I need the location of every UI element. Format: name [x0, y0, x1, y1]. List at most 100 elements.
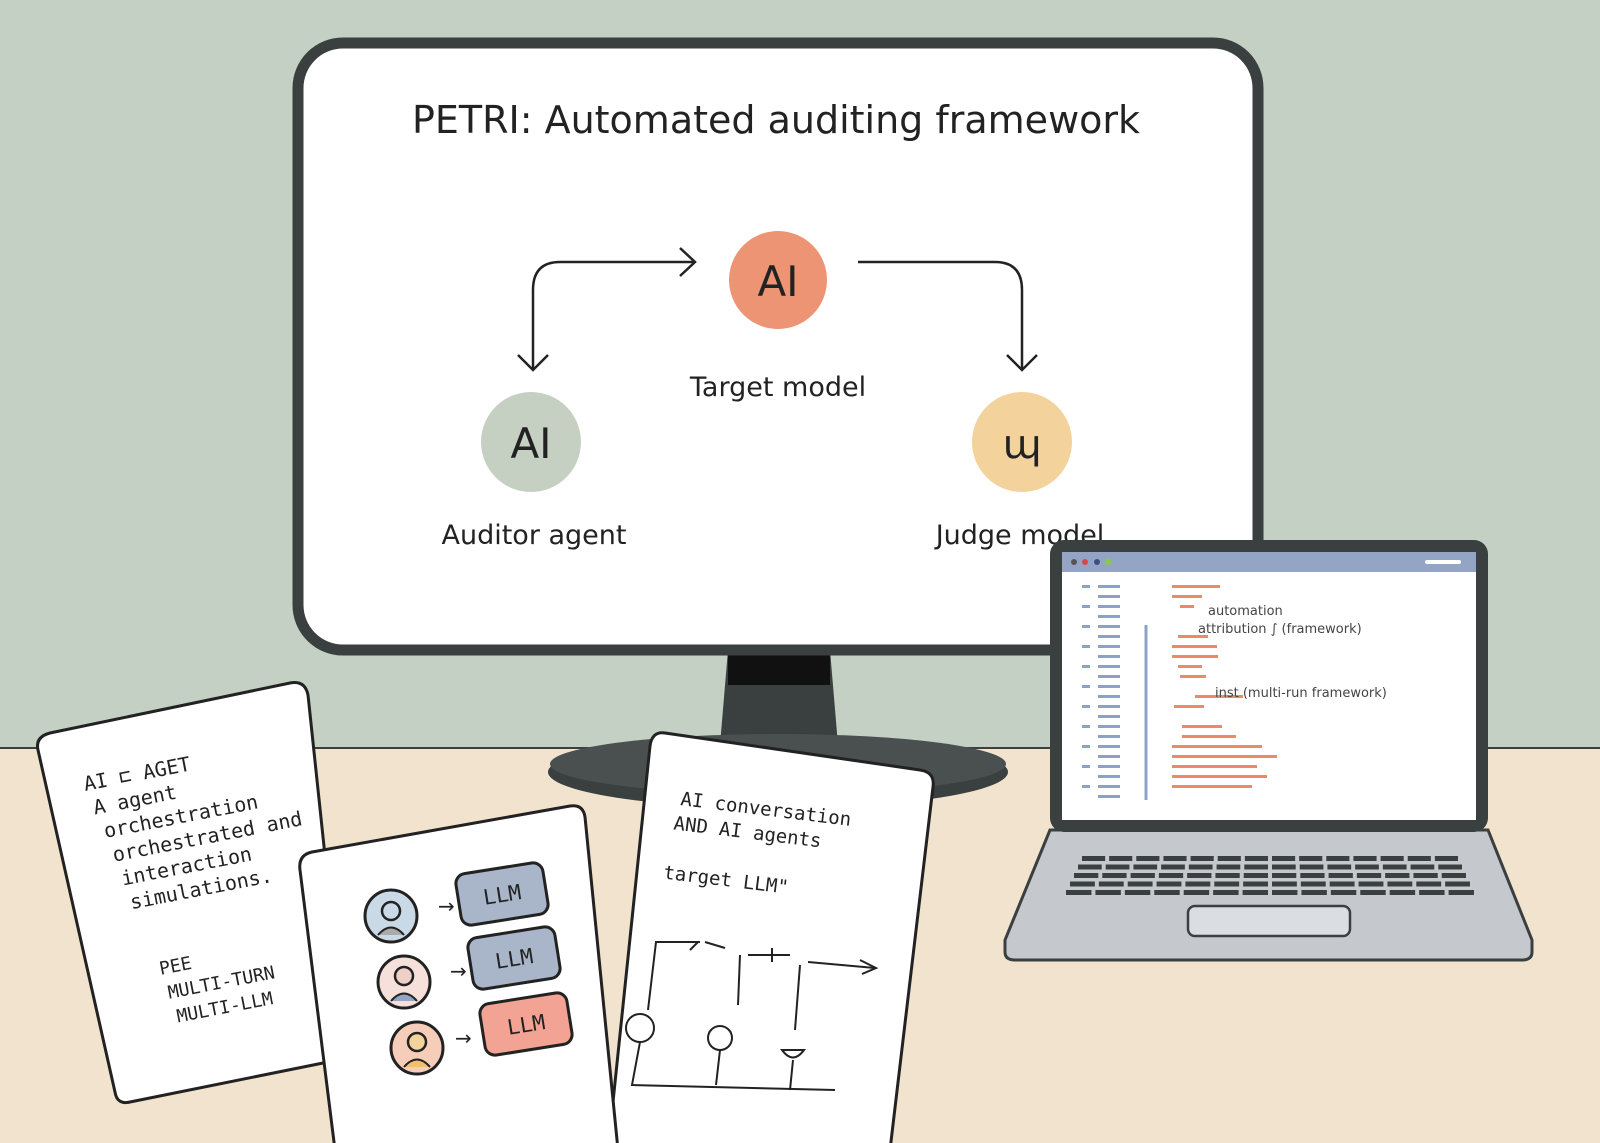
- code-line: [1098, 715, 1120, 718]
- keyboard-key: [1301, 890, 1327, 895]
- llm-label: LLM: [506, 1010, 547, 1040]
- keyboard-key: [1136, 856, 1160, 861]
- keyboard-key: [1389, 890, 1416, 895]
- arrow-icon: →: [455, 1026, 472, 1050]
- code-line: [1098, 645, 1120, 648]
- keyboard-key: [1183, 890, 1210, 895]
- keyboard-key: [1154, 890, 1180, 895]
- monitor-screen: [292, 37, 1264, 656]
- keyboard-key: [1216, 864, 1241, 870]
- llm-box: [466, 925, 562, 991]
- keyboard-key: [1356, 873, 1382, 878]
- judge-model-node: [972, 392, 1072, 492]
- keyboard-key: [1300, 873, 1325, 878]
- keyboard-key: [1243, 881, 1268, 887]
- laptop-screen: [1062, 552, 1476, 820]
- keyboard-key: [1130, 873, 1155, 878]
- code-line: [1098, 695, 1120, 698]
- keyboard-key: [1244, 856, 1268, 861]
- user-avatar-icon: [363, 888, 419, 944]
- llm-box: [454, 861, 550, 927]
- keyboard-key: [1244, 864, 1268, 870]
- close-dot-icon[interactable]: [1082, 559, 1088, 565]
- code-line: [1172, 765, 1257, 768]
- arrow-icon: →: [450, 959, 467, 983]
- auditor-agent-label: Auditor agent: [441, 520, 626, 551]
- keyboard-key: [1407, 856, 1431, 861]
- keyboard-key: [1382, 864, 1407, 870]
- keyboard-key: [1074, 873, 1099, 878]
- diagram-title: PETRI: Automated auditing framework: [412, 98, 1140, 142]
- keyboard-key: [1413, 873, 1438, 878]
- code-line: [1098, 785, 1120, 788]
- code-line: [1172, 585, 1220, 588]
- code-line: [1082, 585, 1090, 588]
- auditor-agent-node: [481, 392, 581, 492]
- target-model-glyph: AI: [757, 257, 798, 306]
- llm-box: [478, 991, 574, 1057]
- code-annotation: automation: [1208, 604, 1283, 619]
- keyboard-key: [1387, 881, 1413, 887]
- keyboard-key: [1272, 881, 1297, 887]
- code-line: [1098, 755, 1120, 758]
- code-line: [1098, 585, 1120, 588]
- maximize-dot-icon[interactable]: [1104, 558, 1112, 566]
- target-model-node: [729, 231, 827, 329]
- keyboard-key: [1410, 864, 1435, 870]
- laptop-keyboard: [1066, 856, 1474, 895]
- keyboard-key: [1434, 856, 1458, 861]
- keyboard-key: [1213, 890, 1239, 895]
- llm-label: LLM: [494, 944, 535, 974]
- keyboard-key: [1358, 881, 1384, 887]
- arrow-icon: →: [438, 894, 455, 918]
- keyboard-key: [1448, 890, 1474, 895]
- window-dot-icon: [1071, 559, 1077, 565]
- target-model-label: Target model: [689, 372, 866, 403]
- code-line: [1172, 755, 1277, 758]
- keyboard-key: [1214, 881, 1240, 887]
- card-multi-llm: → LLM → LLM → LLM: [298, 804, 619, 1143]
- keyboard-key: [1355, 864, 1379, 870]
- code-editor: [1082, 585, 1277, 798]
- keyboard-key: [1156, 881, 1182, 887]
- code-line: [1195, 695, 1243, 698]
- code-line: [1098, 595, 1120, 598]
- keyboard-key: [1380, 856, 1404, 861]
- code-line: [1098, 665, 1120, 668]
- keyboard-key: [1078, 864, 1102, 870]
- keyboard-key: [1127, 881, 1153, 887]
- code-line: [1098, 605, 1120, 608]
- auditor-agent-glyph: AI: [510, 419, 551, 468]
- code-line: [1098, 615, 1120, 618]
- keyboard-key: [1441, 873, 1466, 878]
- code-line: [1082, 725, 1090, 728]
- card-agent-orchestration: AI ⊏ AGET A agent orchestration orchestr…: [36, 681, 347, 1104]
- code-line: [1172, 775, 1267, 778]
- keyboard-key: [1300, 881, 1326, 887]
- code-line: [1178, 665, 1202, 668]
- code-line: [1082, 705, 1090, 708]
- keyboard-key: [1158, 873, 1184, 878]
- code-line: [1172, 655, 1218, 658]
- keyboard-key: [1360, 890, 1386, 895]
- keyboard-key: [1272, 873, 1297, 878]
- code-line: [1182, 725, 1222, 728]
- code-line: [1098, 705, 1120, 708]
- code-line: [1172, 745, 1262, 748]
- code-line: [1098, 735, 1120, 738]
- judge-model-glyph: ɰ: [1003, 422, 1042, 468]
- code-line: [1098, 725, 1120, 728]
- keyboard-key: [1438, 864, 1462, 870]
- llm-label: LLM: [482, 880, 523, 910]
- keyboard-key: [1215, 873, 1240, 878]
- minimize-dot-icon[interactable]: [1094, 559, 1100, 565]
- code-line: [1098, 635, 1120, 638]
- code-line: [1180, 605, 1194, 608]
- code-line: [1174, 705, 1204, 708]
- keyboard-key: [1272, 890, 1298, 895]
- code-line: [1098, 795, 1120, 798]
- card-ai-conversation: AI conversation AND AI agents target LLM…: [607, 731, 935, 1143]
- llm-row: → LLM: [389, 991, 574, 1076]
- code-annotation: inst (multi-run framework): [1215, 686, 1387, 701]
